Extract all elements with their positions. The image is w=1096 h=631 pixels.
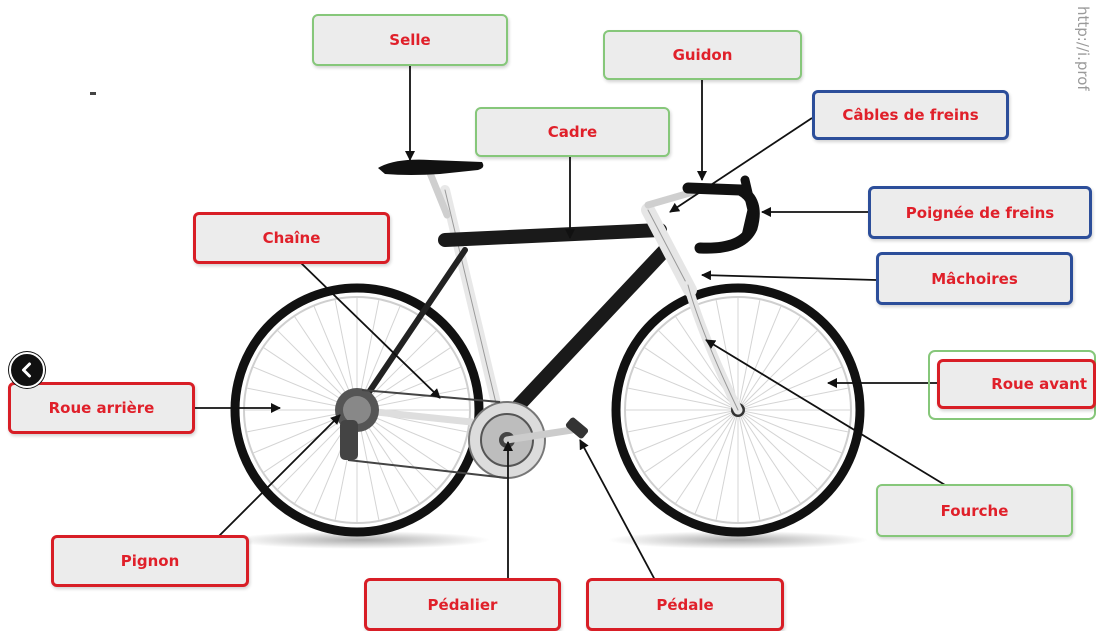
label-pedalier: Pédalier — [364, 578, 561, 631]
crankset — [468, 401, 589, 479]
watermark-text: http://i.prof — [1074, 6, 1092, 91]
label-fourche: Fourche — [876, 484, 1073, 537]
label-guidon: Guidon — [603, 30, 802, 80]
label-pignon: Pignon — [51, 535, 249, 587]
stray-mark — [90, 92, 96, 95]
label-roue-avant: Roue avant — [937, 359, 1096, 409]
leader-lines — [195, 65, 951, 581]
label-pedale: Pédale — [586, 578, 784, 631]
label-machoires: Mâchoires — [876, 252, 1073, 305]
label-roue-arriere: Roue arrière — [8, 382, 195, 434]
rear-wheel-shadow — [230, 531, 490, 549]
chevron-left-icon — [22, 362, 31, 378]
previous-button[interactable] — [9, 352, 45, 388]
label-cables-de-freins: Câbles de freins — [812, 90, 1009, 140]
frame — [353, 164, 743, 429]
handlebar — [644, 175, 760, 254]
label-cadre: Cadre — [475, 107, 670, 157]
rear-cassette — [335, 388, 379, 460]
label-chaine: Chaîne — [193, 212, 390, 264]
saddle — [378, 159, 484, 175]
label-poignee-de-freins: Poignée de freins — [868, 186, 1092, 239]
front-wheel-shadow — [608, 531, 868, 549]
label-selle: Selle — [312, 14, 508, 66]
